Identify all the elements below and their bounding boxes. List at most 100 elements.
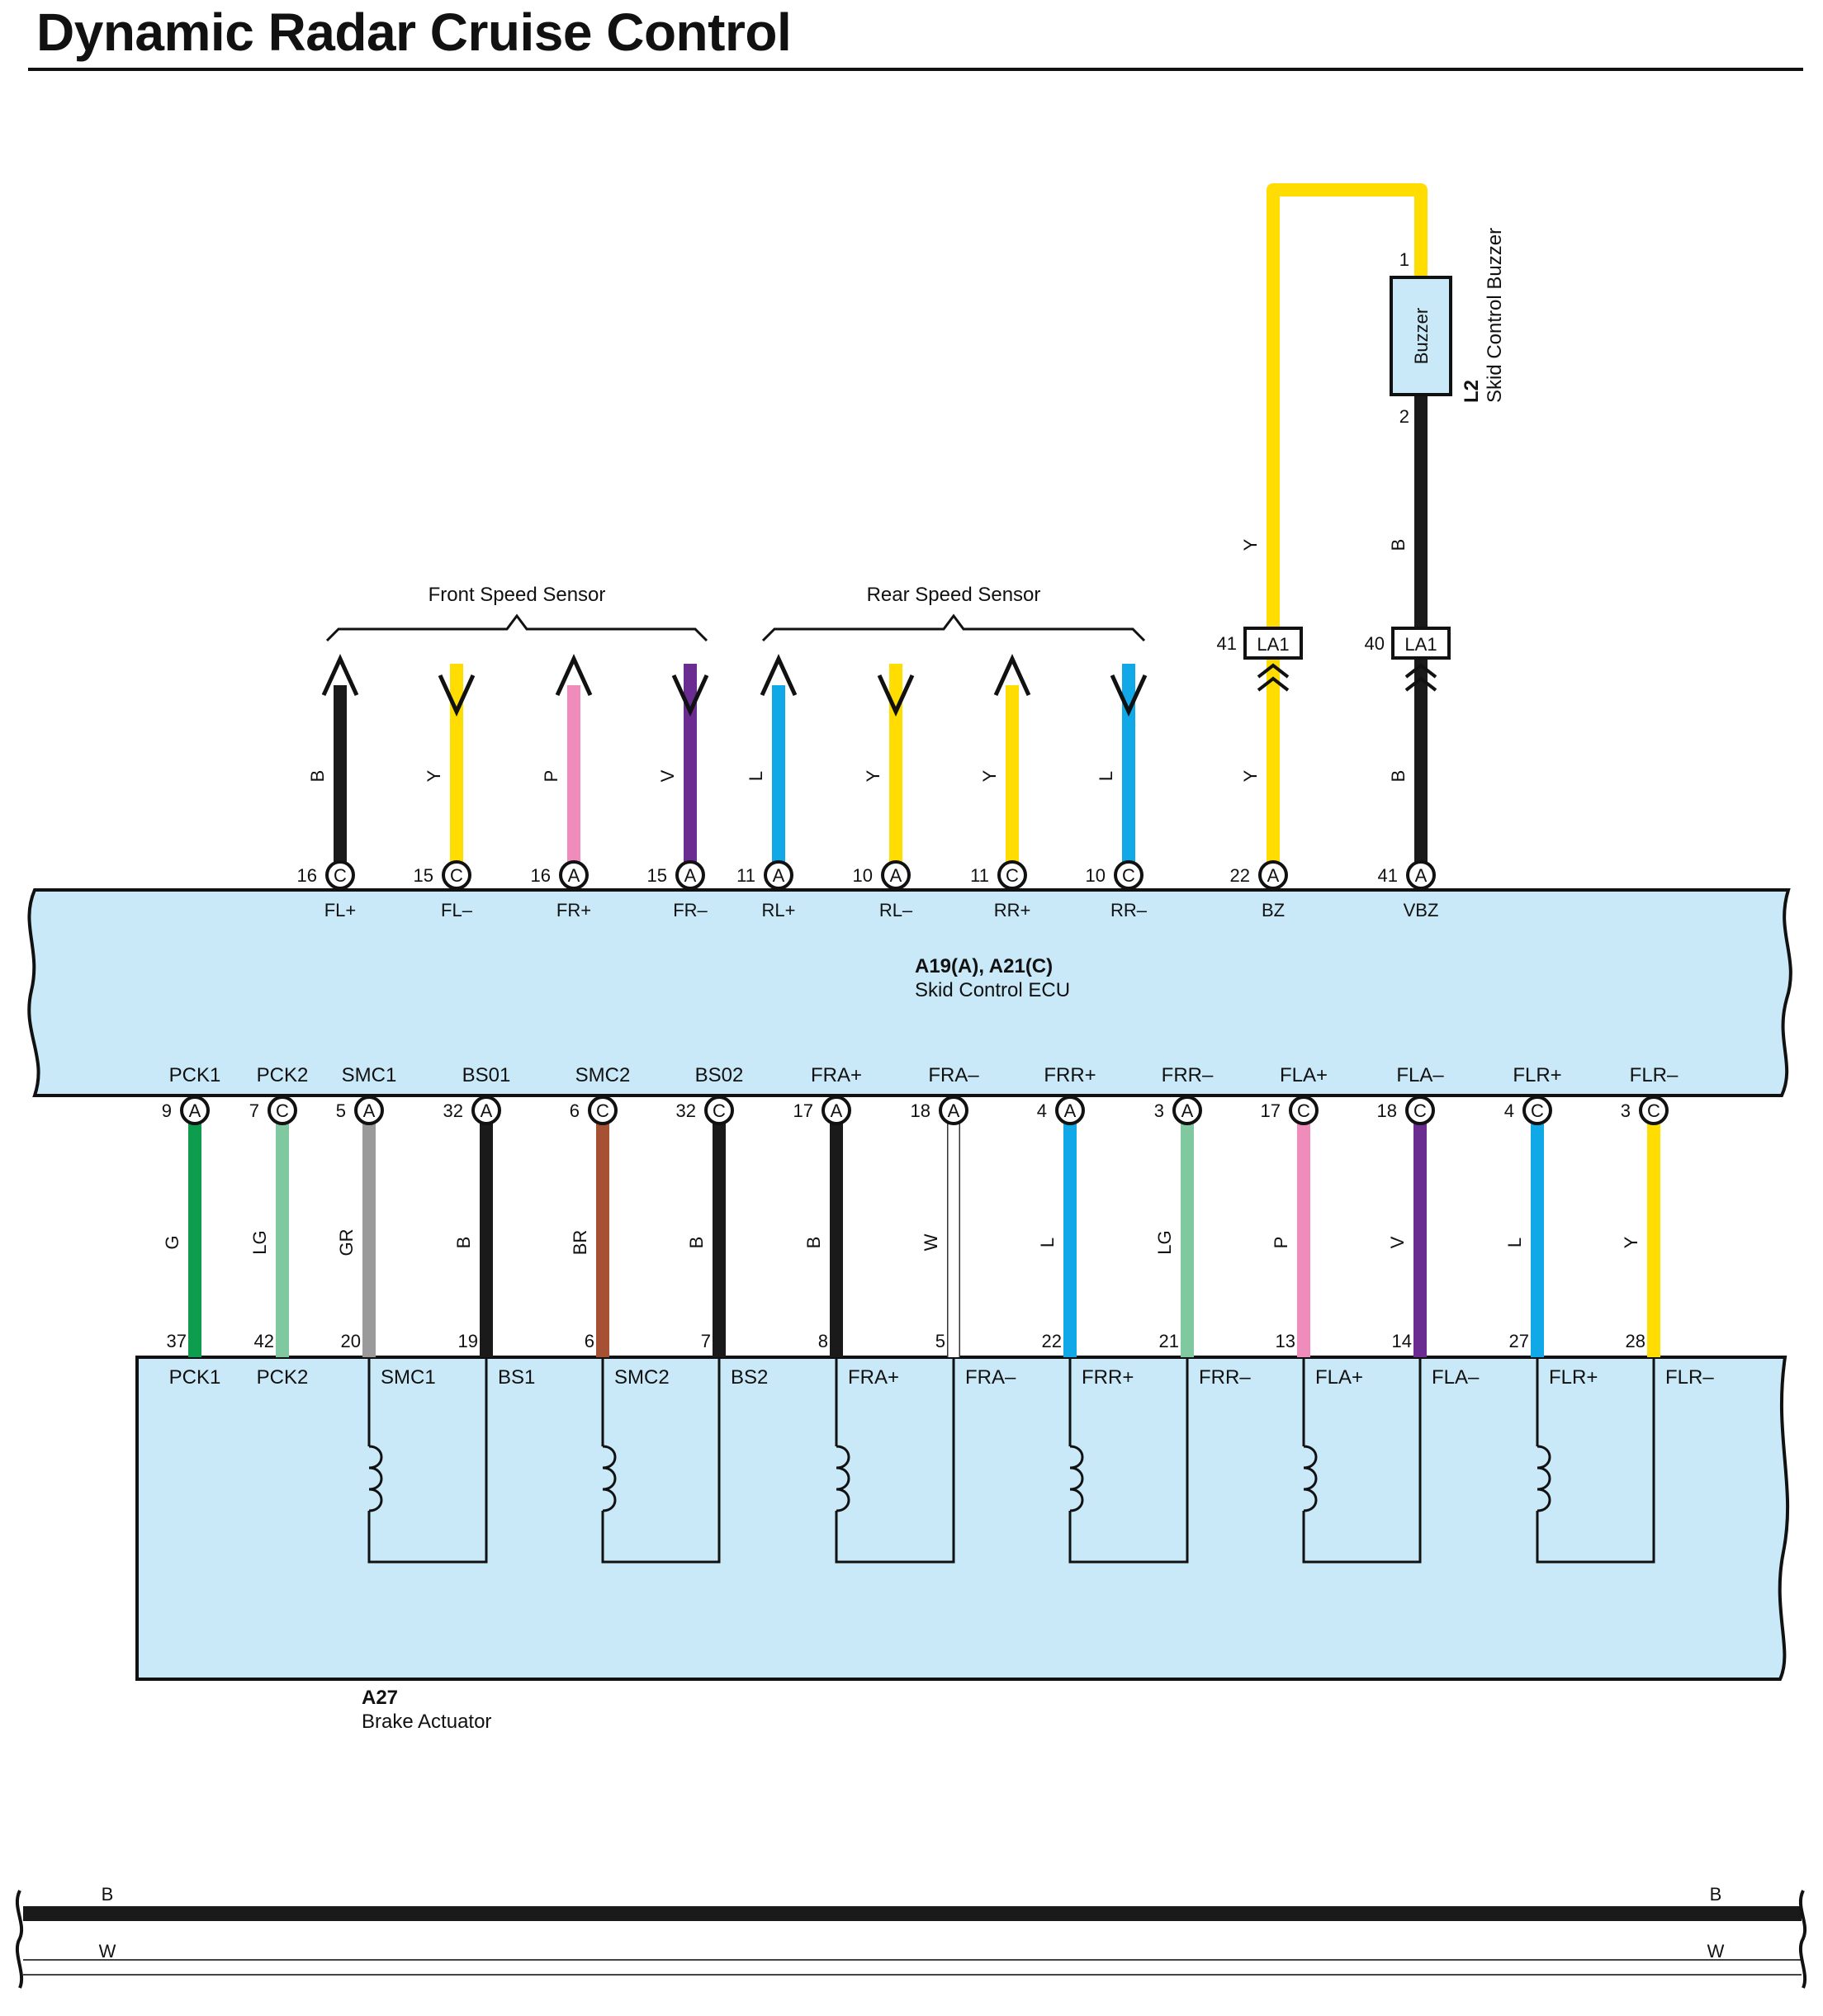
ecu-pin-flminus-number: 15 <box>414 865 433 886</box>
ecu-pin-frrminus-label: FRR– <box>1162 1064 1214 1086</box>
ecu-pin-rlplus-arrow-up-icon <box>760 653 798 697</box>
legend-wire-black-left-label: B <box>102 1884 114 1905</box>
actuator-pin-flaminus-label: FLA– <box>1432 1366 1480 1389</box>
ecu-pin-frrminus-wire-color: LG <box>1154 1230 1175 1254</box>
ecu-pin-rlplus-circle <box>764 860 793 890</box>
ecu-pin-flrplus-label: FLR+ <box>1513 1064 1561 1086</box>
ecu-pin-smc1-wire-color: GR <box>336 1229 357 1256</box>
ecu-pin-rrplus-circle-connector-letter: C <box>1006 865 1019 886</box>
ecu-pin-frplus-number: 16 <box>531 865 551 886</box>
legend-break-mark-1 <box>15 1890 24 1989</box>
ecu-pin-smc2-label: SMC2 <box>575 1064 631 1086</box>
ecu-pin-smc1-circle <box>354 1096 384 1125</box>
ecu-pin-smc1-number: 5 <box>336 1100 346 1121</box>
ecu-pin-fraplus-label: FRA+ <box>811 1064 862 1086</box>
actuator-pin-flrminus-label: FLR– <box>1665 1366 1714 1389</box>
ecu-pin-framinus-number: 18 <box>911 1100 930 1121</box>
actuator-pin-pck1-label: PCK1 <box>169 1366 221 1389</box>
ecu-pin-vbz-label: VBZ <box>1404 900 1439 920</box>
ecu-pin-rlminus-arrow-down-icon <box>877 674 915 717</box>
ecu-pin-flminus-circle <box>442 860 471 890</box>
bz-wire-color-upper: Y <box>1240 538 1261 551</box>
actuator-pin-flaplus-number: 13 <box>1276 1331 1295 1351</box>
solenoid-3-coil-icon <box>836 1445 850 1512</box>
junction-40-pin-number: 40 <box>1365 633 1385 654</box>
junction-41-chevron-icon-2 <box>1257 676 1290 692</box>
ecu-pin-rlplus-number: 11 <box>736 865 755 886</box>
junction-40-chevron-icon-2 <box>1404 676 1437 692</box>
ecu-pin-frminus-circle <box>675 860 705 890</box>
ecu-pin-vbz-circle-connector-letter: A <box>1415 865 1428 886</box>
ecu-pin-rrminus-label: RR– <box>1110 900 1148 920</box>
buzzer-label: Buzzer <box>1411 308 1432 364</box>
ecu-pin-frplus-circle-connector-letter: A <box>568 865 580 886</box>
actuator-pin-frrplus-label: FRR+ <box>1082 1366 1134 1389</box>
solenoid-4-coil-icon <box>1069 1445 1084 1512</box>
actuator-pin-bs1-label: BS1 <box>498 1366 535 1389</box>
actuator-pin-pck1-number: 37 <box>167 1331 187 1351</box>
ecu-pin-flrminus-wire-color: Y <box>1621 1236 1641 1248</box>
ecu-pin-flaminus-label: FLA– <box>1396 1064 1444 1086</box>
junction-41-pin-number: 41 <box>1217 633 1237 654</box>
ecu-pin-flrminus-number: 3 <box>1621 1100 1631 1121</box>
ecu-pin-pck2-number: 7 <box>249 1100 259 1121</box>
actuator-pin-smc1-number: 20 <box>341 1331 361 1351</box>
ecu-pin-bs02-wire-color: B <box>686 1237 707 1249</box>
ecu-pin-rlplus-label: RL+ <box>762 900 796 920</box>
ecu-pin-flplus-circle-connector-letter: C <box>334 865 347 886</box>
actuator-pin-fraplus-number: 8 <box>818 1331 828 1351</box>
solenoid-2-circuit <box>601 1357 721 1564</box>
ecu-pin-rlminus-label: RL– <box>879 900 913 920</box>
legend-wire-white-right-label: W <box>1707 1941 1725 1962</box>
ecu-pin-framinus-label: FRA– <box>928 1064 979 1086</box>
ecu-pin-frminus-number: 15 <box>647 865 667 886</box>
ecu-pin-smc1-circle-connector-letter: A <box>363 1100 376 1121</box>
ecu-pin-bs01-circle-connector-letter: A <box>481 1100 493 1121</box>
vbz-wire-color-upper: B <box>1388 539 1409 551</box>
legend-wire-white-left-label: W <box>99 1941 116 1962</box>
ecu-pin-rrminus-circle-connector-letter: C <box>1122 865 1135 886</box>
ecu-pin-frminus-wire-color: V <box>657 769 678 782</box>
legend-wire-black-right-label: B <box>1710 1884 1722 1905</box>
ecu-pin-frplus-label: FR+ <box>556 900 591 920</box>
title-rule <box>28 68 1803 71</box>
ecu-pin-flminus-circle-connector-letter: C <box>450 865 463 886</box>
ecu-pin-framinus-circle-connector-letter: A <box>948 1100 960 1121</box>
ecu-pin-frrminus-number: 3 <box>1154 1100 1164 1121</box>
junction-40-box <box>1391 627 1451 660</box>
ecu-pin-flminus-wire-color: Y <box>424 769 444 782</box>
actuator-pin-fraplus-label: FRA+ <box>848 1366 899 1389</box>
ecu-pin-pck1-circle <box>180 1096 210 1125</box>
actuator-pin-bs2-number: 7 <box>701 1331 711 1351</box>
ecu-pin-bz-label: BZ <box>1262 900 1285 920</box>
ecu-pin-flrminus-circle-connector-letter: C <box>1647 1100 1660 1121</box>
ecu-pin-flaminus-number: 18 <box>1377 1100 1397 1121</box>
ecu-pin-vbz-circle <box>1406 860 1436 890</box>
ecu-pin-bz-circle-connector-letter: A <box>1267 865 1280 886</box>
ecu-pin-rrplus-circle <box>997 860 1027 890</box>
actuator-pin-bs2-label: BS2 <box>731 1366 768 1389</box>
ecu-pin-flaplus-circle <box>1289 1096 1319 1125</box>
solenoid-5-coil-icon <box>1303 1445 1318 1512</box>
ecu-pin-flplus-circle <box>325 860 355 890</box>
ecu-pin-fraplus-wire-color: B <box>803 1237 824 1249</box>
ecu-pin-frminus-label: FR– <box>673 900 708 920</box>
actuator-pin-smc2-number: 6 <box>585 1331 594 1351</box>
solenoid-6-circuit <box>1536 1357 1655 1564</box>
front-speed-sensor-brace <box>325 613 708 642</box>
ecu-pin-frplus-wire-color: P <box>541 770 561 783</box>
actuator-pin-framinus-number: 5 <box>935 1331 945 1351</box>
actuator-pin-frrplus-number: 22 <box>1042 1331 1062 1351</box>
ecu-pin-smc2-circle <box>588 1096 618 1125</box>
actuator-pin-flrplus-number: 27 <box>1509 1331 1529 1351</box>
ecu-pin-rrminus-arrow-down-icon <box>1110 674 1148 717</box>
ecu-pin-smc2-number: 6 <box>570 1100 580 1121</box>
ecu-pin-rlminus-circle-connector-letter: A <box>890 865 902 886</box>
ecu-pin-framinus-circle <box>939 1096 968 1125</box>
ecu-pin-flaplus-number: 17 <box>1261 1100 1281 1121</box>
ecu-pin-rrplus-label: RR+ <box>994 900 1031 920</box>
solenoid-5-circuit <box>1302 1357 1422 1564</box>
ecu-pin-flaminus-circle-connector-letter: C <box>1413 1100 1427 1121</box>
ecu-pin-bz-number: 22 <box>1230 865 1250 886</box>
rear-speed-sensor-label: Rear Speed Sensor <box>867 584 1041 606</box>
